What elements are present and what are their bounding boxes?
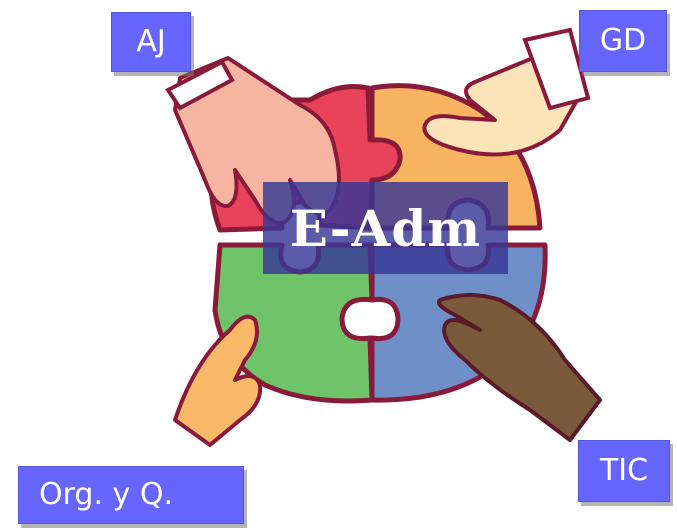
label-gd-text: GD xyxy=(599,23,647,58)
label-gd: GD xyxy=(579,10,667,72)
label-aj-text: AJ xyxy=(136,24,166,59)
center-title: E-Adm xyxy=(289,198,482,258)
hand-icon xyxy=(422,27,591,157)
label-tic-text: TIC xyxy=(599,453,649,488)
hand-icon xyxy=(437,293,602,442)
hand-icon xyxy=(173,314,263,447)
label-org-y-q: Org. y Q. xyxy=(18,466,244,524)
label-org-y-q-text: Org. y Q. xyxy=(39,477,173,512)
hand-icon xyxy=(165,56,341,225)
center-title-box: E-Adm xyxy=(263,182,508,274)
label-tic: TIC xyxy=(578,440,670,502)
label-aj: AJ xyxy=(111,12,191,72)
